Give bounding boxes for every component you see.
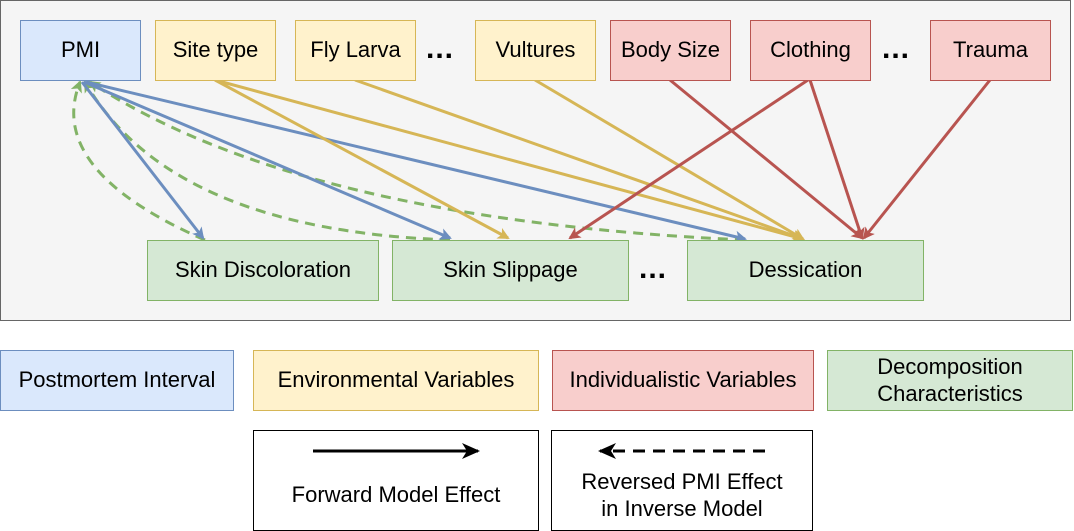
legend-individualistic-variables: Individualistic Variables (552, 350, 814, 411)
edge-reversed-slippage-pmi (83, 80, 451, 242)
node-vultures: Vultures (475, 20, 596, 81)
node-pmi: PMI (20, 20, 141, 81)
legend-decomposition-line2: Characteristics (877, 380, 1023, 406)
node-skin-slippage: Skin Slippage (392, 240, 629, 301)
legend-reversed-line2: in Inverse Model (601, 495, 763, 521)
edge-pmi-dessication (85, 80, 747, 243)
node-fly-larva: Fly Larva (295, 20, 416, 81)
edge-trauma-dessication (862, 79, 992, 240)
edge-vultures-dessication (534, 78, 805, 241)
node-trauma: Trauma (930, 20, 1051, 81)
legend-reversed-box: Reversed PMI Effect in Inverse Model (551, 430, 813, 531)
edge-reversed-discoloration-pmi (70, 80, 206, 242)
legend-forward-box: Forward Model Effect (253, 430, 539, 531)
node-clothing: Clothing (750, 20, 871, 81)
node-site-type: Site type (155, 20, 276, 81)
ellipsis-environmental: ... (426, 32, 455, 65)
node-skin-discoloration: Skin Discoloration (147, 240, 379, 301)
legend-decomposition-line1: Decomposition (877, 354, 1023, 380)
edge-bodysize-dessication (669, 78, 864, 240)
node-dessication: Dessication (687, 240, 924, 301)
legend-decomposition-characteristics: Decomposition Characteristics (827, 350, 1073, 411)
edge-sitetype-slippage (214, 78, 510, 240)
edge-clothing-dessication (808, 79, 865, 240)
legend-postmortem-interval: Postmortem Interval (0, 350, 234, 411)
edge-clothing-slippage (568, 78, 809, 240)
edge-pmi-discoloration (80, 81, 205, 240)
legend-environmental-variables: Environmental Variables (253, 350, 539, 411)
ellipsis-individualistic: ... (882, 32, 911, 65)
legend-reversed-line1: Reversed PMI Effect (581, 469, 783, 495)
edge-reversed-dessication-pmi (88, 80, 746, 242)
edge-flylarva-dessication (354, 78, 805, 242)
legend-forward-label: Forward Model Effect (291, 481, 501, 507)
edge-sitetype-dessication (214, 78, 805, 243)
ellipsis-decomposition: ... (639, 252, 668, 285)
node-body-size: Body Size (610, 20, 731, 81)
edge-pmi-slippage (83, 80, 452, 240)
